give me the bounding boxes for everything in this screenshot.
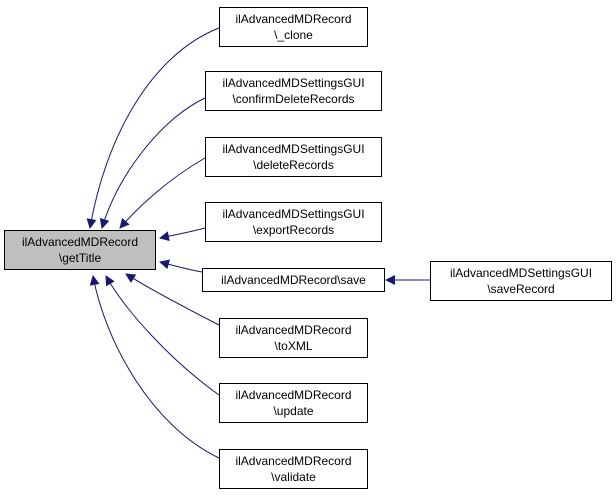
node-update-class: ilAdvancedMDRecord — [235, 388, 352, 402]
node-delete-records-method: \deleteRecords — [253, 158, 334, 172]
node-update-method: \update — [273, 404, 314, 418]
edge-delete-to-gettitle — [119, 157, 206, 229]
node-delete-records-class: ilAdvancedMDSettingsGUI — [222, 142, 365, 156]
node-gettitle[interactable]: ilAdvancedMDRecord \getTitle — [4, 230, 156, 270]
node-validate[interactable]: ilAdvancedMDRecord \validate — [219, 449, 368, 489]
edge-confirm-to-gettitle — [99, 97, 206, 229]
edge-toxml-to-gettitle — [125, 273, 220, 326]
node-to-xml-class: ilAdvancedMDRecord — [235, 323, 352, 337]
edge-clone-to-gettitle — [86, 27, 220, 229]
node-gettitle-class: ilAdvancedMDRecord — [21, 235, 139, 249]
node-export-records[interactable]: ilAdvancedMDSettingsGUI \exportRecords — [205, 202, 382, 242]
edge-validate-to-gettitle — [89, 275, 220, 459]
node-save-record[interactable]: ilAdvancedMDSettingsGUI \saveRecord — [430, 261, 612, 301]
node-validate-method: \validate — [271, 470, 316, 484]
node-save-label: ilAdvancedMDRecord\save — [221, 273, 366, 287]
node-clone-method: \_clone — [274, 28, 313, 42]
node-to-xml-method: \toXML — [274, 339, 313, 353]
node-save-record-method: \saveRecord — [487, 282, 555, 296]
node-export-records-class: ilAdvancedMDSettingsGUI — [222, 207, 365, 221]
node-export-records-method: \exportRecords — [252, 223, 335, 237]
node-clone-class: ilAdvancedMDRecord — [235, 12, 352, 26]
node-validate-class: ilAdvancedMDRecord — [235, 454, 352, 468]
node-update[interactable]: ilAdvancedMDRecord \update — [219, 383, 368, 423]
node-to-xml[interactable]: ilAdvancedMDRecord \toXML — [219, 318, 368, 358]
node-confirm-delete-records-method: \confirmDeleteRecords — [232, 92, 355, 106]
node-delete-records[interactable]: ilAdvancedMDSettingsGUI \deleteRecords — [205, 137, 382, 177]
edge-save-to-gettitle — [159, 259, 203, 273]
node-clone[interactable]: ilAdvancedMDRecord \_clone — [219, 7, 368, 47]
node-confirm-delete-records-class: ilAdvancedMDSettingsGUI — [222, 76, 365, 90]
node-save-record-class: ilAdvancedMDSettingsGUI — [449, 266, 593, 280]
node-gettitle-method: \getTitle — [58, 251, 102, 265]
node-save[interactable]: ilAdvancedMDRecord\save — [202, 268, 385, 292]
edge-update-to-gettitle — [105, 275, 220, 396]
node-confirm-delete-records[interactable]: ilAdvancedMDSettingsGUI \confirmDeleteRe… — [205, 71, 382, 111]
edge-export-to-gettitle — [159, 227, 206, 242]
